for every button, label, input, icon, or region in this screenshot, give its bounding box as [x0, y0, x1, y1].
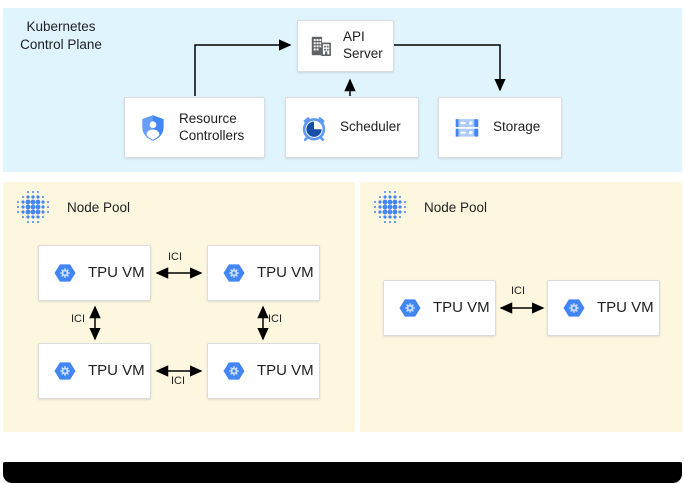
resource-controllers-box: Resource Controllers [124, 97, 265, 158]
alarm-clock-icon [299, 113, 329, 143]
ici-label: ICI [171, 375, 186, 387]
ici-label: ICI [168, 251, 183, 263]
node-pool-label: Node Pool [424, 200, 488, 215]
tpu-vm-label: TPU VM [257, 263, 314, 281]
server-rack-icon [452, 113, 482, 143]
tpu-vm-box: TPU VM [38, 245, 151, 301]
tpu-hexagon-icon [221, 261, 247, 285]
storage-box: Storage [438, 97, 562, 158]
building-icon [308, 33, 334, 59]
storage-label: Storage [493, 119, 541, 135]
scheduler-label: Scheduler [340, 119, 401, 135]
tpu-vm-label: TPU VM [597, 298, 654, 316]
ici-label: ICI [71, 313, 86, 325]
tpu-hexagon-icon [397, 296, 423, 320]
dot-cluster-icon [372, 189, 408, 230]
tpu-vm-box: TPU VM [383, 280, 496, 336]
api-server-box: API Server [297, 20, 394, 72]
tpu-vm-label: TPU VM [257, 361, 314, 379]
tpu-vm-box: TPU VM [207, 245, 320, 301]
shield-user-icon [138, 113, 168, 143]
tpu-vm-label: TPU VM [88, 361, 145, 379]
control-plane-title: Kubernetes Control Plane [20, 19, 102, 53]
dot-cluster-icon [15, 189, 51, 230]
tpu-vm-box: TPU VM [547, 280, 660, 336]
tpu-vm-label: TPU VM [433, 298, 490, 316]
node-pool-label: Node Pool [67, 200, 131, 215]
tpu-hexagon-icon [221, 359, 247, 383]
scheduler-box: Scheduler [285, 97, 419, 158]
ici-label: ICI [268, 313, 283, 325]
tpu-hexagon-icon [52, 359, 78, 383]
tpu-vm-box: TPU VM [207, 343, 320, 399]
bottom-black-bar [3, 462, 682, 483]
ici-label: ICI [511, 285, 526, 297]
tpu-hexagon-icon [52, 261, 78, 285]
tpu-vm-box: TPU VM [38, 343, 151, 399]
tpu-hexagon-icon [561, 296, 587, 320]
resource-controllers-label: Resource Controllers [179, 110, 245, 143]
api-server-label: API Server [343, 29, 383, 61]
tpu-vm-label: TPU VM [88, 263, 145, 281]
